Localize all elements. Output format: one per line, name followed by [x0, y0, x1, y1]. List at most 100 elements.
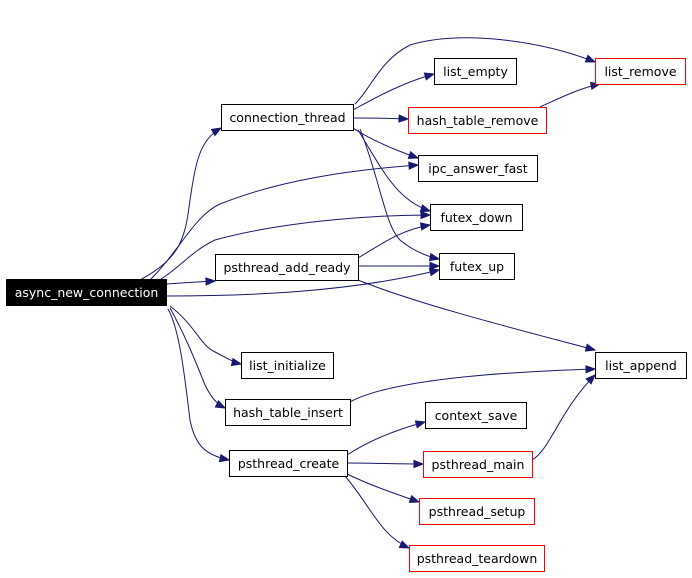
arrowhead — [210, 127, 223, 137]
edge-line — [346, 462, 424, 465]
node-label: hash_table_remove — [417, 113, 539, 128]
arrowhead — [584, 343, 597, 352]
node-label: list_append — [605, 358, 677, 373]
node-label: async_new_connection — [15, 285, 159, 300]
edge-line — [139, 127, 222, 281]
node-futex-up[interactable]: futex_up — [439, 253, 515, 280]
node-box[interactable] — [595, 352, 687, 379]
node-label: psthread_create — [238, 456, 340, 471]
edge-connection_thread-to-futex_up — [359, 128, 441, 262]
node-psthread-create[interactable]: psthread_create — [229, 450, 348, 477]
node-connection-thread[interactable]: connection_thread — [221, 104, 354, 131]
edge-pthread_add_ready-to-list_append — [357, 279, 597, 352]
edges-layer — [139, 37, 602, 549]
arrowhead — [423, 72, 436, 81]
node-box[interactable] — [423, 451, 533, 478]
edge-line — [357, 224, 431, 259]
node-box[interactable] — [595, 58, 686, 85]
node-context-save[interactable]: context_save — [425, 402, 527, 429]
node-ipc-answer-fast[interactable]: ipc_answer_fast — [418, 155, 538, 182]
node-label: hash_table_insert — [233, 405, 343, 420]
edge-psthread_create-to-psthread_setup — [346, 473, 421, 503]
edge-hash_table_insert-to-list_append — [349, 365, 597, 403]
node-label: psthread_teardown — [417, 551, 538, 566]
arrowhead — [408, 161, 420, 170]
node-list-initialize[interactable]: list_initialize — [241, 352, 334, 379]
node-list-append[interactable]: list_append — [595, 352, 687, 379]
node-box[interactable] — [434, 58, 517, 85]
nodes-layer: async_new_connection connection_threadpst… — [6, 58, 687, 572]
edge-line — [149, 164, 419, 281]
node-box[interactable] — [225, 399, 351, 426]
node-box[interactable] — [418, 155, 538, 182]
node-hash-table-insert[interactable]: hash_table_insert — [225, 399, 351, 426]
node-box[interactable] — [439, 253, 515, 280]
arrowhead — [420, 210, 432, 220]
node-futex-down[interactable]: futex_down — [430, 204, 523, 231]
edge-line — [531, 374, 596, 461]
arrowhead — [585, 365, 597, 374]
arrowhead — [428, 268, 441, 277]
node-label: futex_up — [450, 259, 504, 274]
node-box[interactable] — [419, 498, 535, 525]
node-label: futex_down — [440, 210, 512, 225]
node-list-remove[interactable]: list_remove — [595, 58, 686, 85]
node-label: context_save — [435, 408, 518, 423]
edge-line — [167, 308, 230, 461]
node-label: list_remove — [604, 64, 676, 79]
edge-pthread_add_ready-to-futex_down — [357, 222, 432, 259]
node-box[interactable] — [409, 545, 545, 572]
edge-connection_thread-to-hash_table_remove — [352, 114, 410, 123]
node-pthread-add-ready[interactable]: psthread_add_ready — [215, 254, 359, 281]
arrowhead — [408, 494, 421, 503]
edge-line — [359, 128, 440, 260]
node-box[interactable] — [6, 279, 167, 306]
node-box[interactable] — [221, 104, 354, 131]
arrowhead — [407, 150, 420, 159]
edge-line — [539, 83, 601, 108]
edge-async_new_connection-to-futex_down — [157, 210, 432, 282]
node-list-empty[interactable]: list_empty — [434, 58, 517, 85]
node-box[interactable] — [425, 402, 527, 429]
node-async-new-connection[interactable]: async_new_connection — [6, 279, 167, 306]
arrowhead — [584, 54, 597, 63]
arrowhead — [214, 399, 227, 409]
arrowhead — [428, 252, 441, 262]
node-box[interactable] — [408, 107, 547, 134]
edge-psthread_create-to-psthread_teardown — [344, 475, 411, 549]
edge-line — [169, 305, 242, 365]
edge-async_new_connection-to-list_initialize — [169, 305, 243, 367]
node-label: ipc_answer_fast — [428, 161, 528, 176]
node-hash-table-remove[interactable]: hash_table_remove — [408, 107, 547, 134]
edge-hash_table_remove-to-list_remove — [539, 81, 602, 108]
edge-line — [349, 368, 596, 403]
arrowhead — [414, 420, 427, 429]
edge-line — [346, 473, 420, 503]
node-label: connection_thread — [229, 110, 345, 125]
node-psthread-main[interactable]: psthread_main — [423, 451, 533, 478]
edge-pthread_add_ready-to-futex_up — [358, 261, 441, 271]
edge-psthread_main-to-list_append — [531, 374, 596, 461]
edge-line — [169, 307, 226, 409]
edge-line — [357, 279, 596, 351]
edge-connection_thread-to-list_empty — [352, 72, 436, 111]
edge-line — [157, 214, 431, 282]
arrowhead — [398, 540, 411, 549]
arrowhead — [419, 204, 432, 213]
node-box[interactable] — [229, 450, 348, 477]
node-label: psthread_main — [432, 457, 525, 472]
node-box[interactable] — [215, 254, 359, 281]
node-box[interactable] — [241, 352, 334, 379]
node-psthread-teardown[interactable]: psthread_teardown — [409, 545, 545, 572]
arrowhead — [413, 459, 425, 469]
edge-line — [354, 37, 596, 105]
edge-line — [165, 269, 440, 297]
edge-async_new_connection-to-psthread_create — [167, 308, 231, 463]
node-box[interactable] — [430, 204, 523, 231]
edge-async_new_connection-to-connection_thread — [139, 127, 223, 281]
arrowhead — [218, 453, 231, 463]
arrowhead — [230, 357, 243, 367]
edge-line — [344, 475, 410, 549]
node-psthread-setup[interactable]: psthread_setup — [419, 498, 535, 525]
